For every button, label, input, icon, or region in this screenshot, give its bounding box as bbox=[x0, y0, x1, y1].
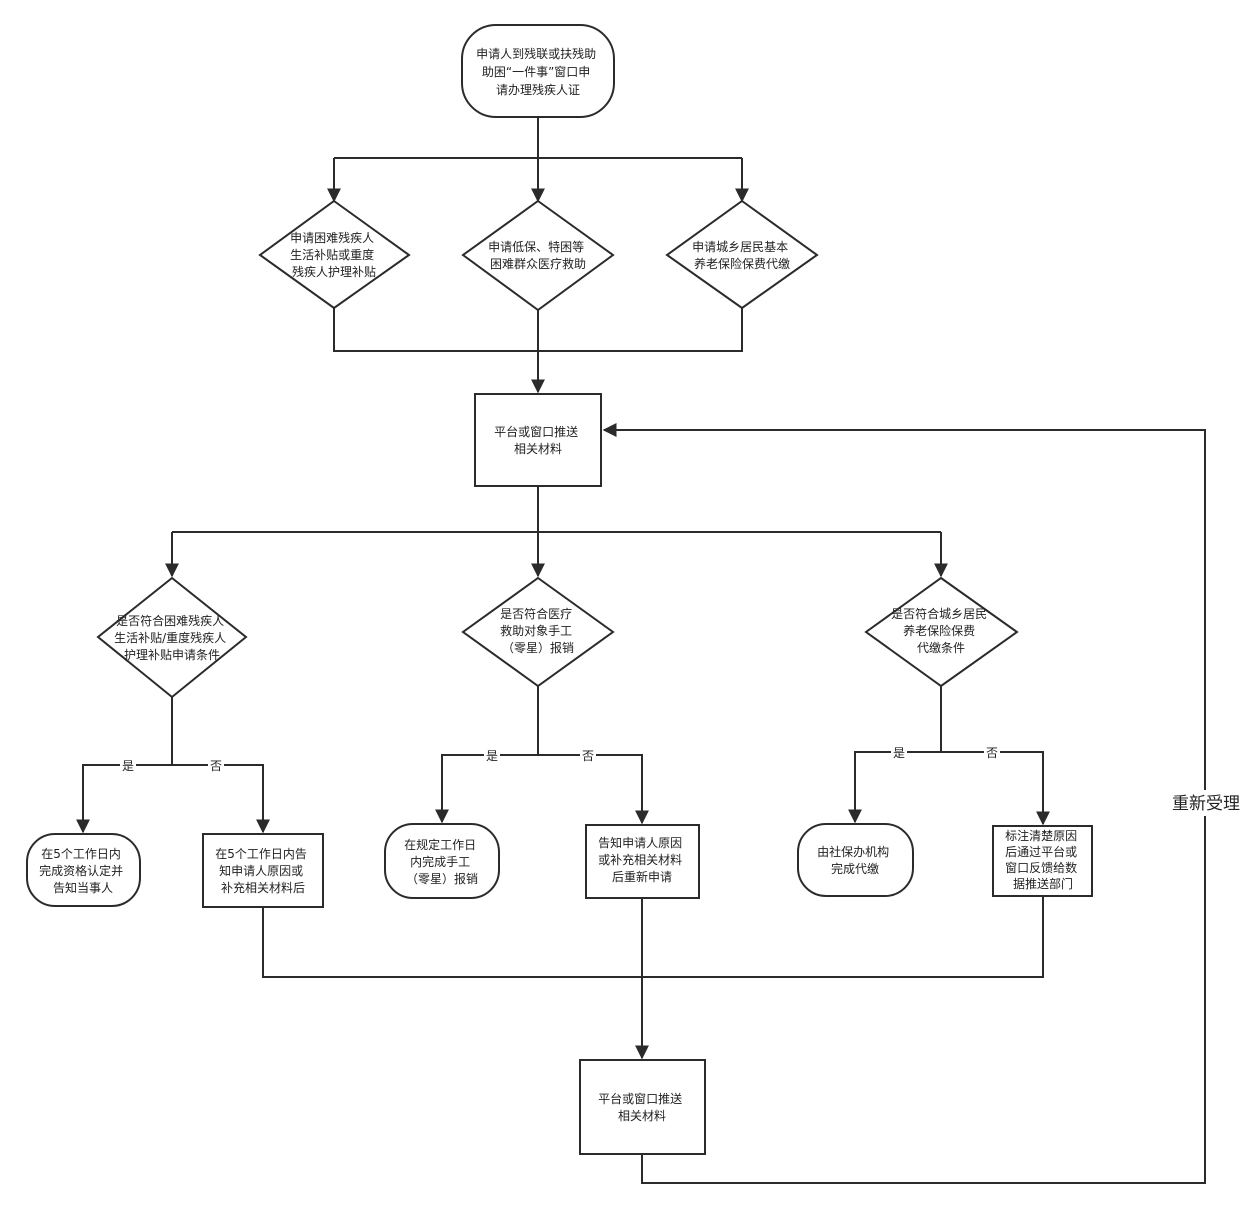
check-pension-decision bbox=[864, 576, 1019, 688]
apply-medical-text: 申请低保、特困等 困难群众医疗救助 bbox=[488, 239, 588, 271]
check-pension-line-2: 养老保险保费 bbox=[903, 623, 975, 638]
apply-medical-decision bbox=[461, 199, 615, 312]
medical-yes-line-2: 内完成手工 bbox=[410, 854, 470, 869]
subsidy-yes-text: 在5个工作日内 完成资格认定并 告知当事人 bbox=[39, 847, 127, 895]
check-medical-line-3: （零星）报销 bbox=[502, 640, 574, 655]
check-pension-line-3: 代缴条件 bbox=[917, 640, 965, 655]
connectors bbox=[76, 117, 1206, 1184]
medical-yes-line-3: （零星）报销 bbox=[406, 871, 478, 886]
subsidy-no-text: 在5个工作日内告 知申请人原因或 补充相关材料后 bbox=[215, 847, 310, 895]
subsidy-no-label: 否 bbox=[210, 759, 222, 773]
apply-pension-line-2: 养老保险保费代缴 bbox=[694, 256, 790, 271]
subsidy-yes-line-1: 在5个工作日内 bbox=[41, 847, 121, 861]
subsidy-no-line-2: 知申请人原因或 bbox=[219, 864, 303, 878]
edge-bottom-merge bbox=[262, 896, 1044, 978]
check-medical-decision bbox=[461, 576, 615, 688]
pension-yes-label: 是 bbox=[893, 746, 905, 760]
medical-no-text: 告知申请人原因 或补充相关材料 后重新申请 bbox=[598, 836, 686, 884]
apply-subsidy-line-2: 生活补贴或重度 bbox=[290, 247, 374, 262]
apply-subsidy-text: 申请困难残疾人 生活补贴或重度 残疾人护理补贴 bbox=[290, 230, 378, 279]
push-materials-2-line-2: 相关材料 bbox=[618, 1109, 666, 1123]
apply-pension-line-1: 申请城乡居民基本 bbox=[692, 240, 788, 254]
pension-no-line-4: 据推送部门 bbox=[1013, 876, 1073, 891]
subsidy-yes-line-2: 完成资格认定并 bbox=[39, 863, 123, 878]
push-materials-1-line-2: 相关材料 bbox=[514, 442, 562, 456]
pension-no-text: 标注清楚原因 后通过平台或 窗口反馈给数 据推送部门 bbox=[1005, 828, 1081, 891]
medical-yes-text: 在规定工作日 内完成手工 （零星）报销 bbox=[404, 837, 480, 886]
check-medical-line-2: 救助对象手工 bbox=[500, 623, 572, 638]
label-bg-medical-yes bbox=[484, 748, 500, 762]
check-medical-text: 是否符合医疗 救助对象手工 （零星）报销 bbox=[500, 606, 576, 655]
medical-yes-label: 是 bbox=[486, 749, 498, 763]
apply-subsidy-decision bbox=[258, 199, 411, 310]
start-node-text: 申请人到残联或扶残助 助困“一件事”窗口申 请办理残疾人证 bbox=[476, 46, 600, 97]
apply-pension-decision bbox=[665, 199, 819, 310]
medical-yes-line-1: 在规定工作日 bbox=[404, 837, 476, 852]
edge-subsidy-no bbox=[172, 764, 270, 834]
check-subsidy-line-1: 是否符合困难残疾人 bbox=[116, 613, 224, 628]
edge-pension-no bbox=[941, 751, 1050, 826]
apply-subsidy-line-1: 申请困难残疾人 bbox=[290, 230, 374, 245]
edge-subsidy-yes bbox=[76, 764, 172, 834]
medical-no-label: 否 bbox=[582, 749, 594, 763]
start-node bbox=[461, 24, 615, 118]
medical-no-line-1: 告知申请人原因 bbox=[598, 836, 682, 850]
check-pension-text: 是否符合城乡居民 养老保险保费 代缴条件 bbox=[891, 606, 991, 655]
edge-medical-no bbox=[538, 754, 649, 825]
medical-no-line-2: 或补充相关材料 bbox=[598, 852, 682, 867]
apply-medical-line-2: 困难群众医疗救助 bbox=[490, 256, 586, 271]
apply-pension-text: 申请城乡居民基本 养老保险保费代缴 bbox=[692, 240, 792, 271]
pension-no-line-3: 窗口反馈给数 bbox=[1005, 860, 1077, 875]
pension-no-line-1: 标注清楚原因 bbox=[1005, 828, 1077, 843]
edge-labels: 是 否 是 否 是 否 重新受理 bbox=[120, 745, 1246, 816]
check-medical-line-1: 是否符合医疗 bbox=[500, 606, 572, 621]
push-materials-1-text: 平台或窗口推送 相关材料 bbox=[494, 424, 582, 456]
label-bg-subsidy-yes bbox=[120, 758, 136, 772]
label-bg-pension-yes bbox=[891, 745, 907, 759]
check-subsidy-decision bbox=[96, 576, 248, 699]
pension-no-line-2: 后通过平台或 bbox=[1005, 844, 1077, 859]
label-bg-reaccept bbox=[1166, 790, 1246, 816]
subsidy-no-line-1: 在5个工作日内告 bbox=[215, 847, 307, 861]
push-materials-2-line-1: 平台或窗口推送 bbox=[598, 1091, 682, 1106]
apply-medical-line-1: 申请低保、特困等 bbox=[488, 239, 584, 254]
check-pension-line-1: 是否符合城乡居民 bbox=[891, 606, 987, 621]
subsidy-yes-label: 是 bbox=[122, 759, 134, 773]
pension-yes-node bbox=[797, 823, 914, 897]
apply-subsidy-line-3: 残疾人护理补贴 bbox=[292, 264, 376, 279]
edge-medical-yes bbox=[435, 754, 538, 824]
push-materials-box-1 bbox=[474, 393, 602, 487]
label-bg-medical-no bbox=[580, 748, 596, 762]
edge-reaccept-loop bbox=[602, 423, 1206, 1184]
pension-yes-text: 由社保办机构 完成代缴 bbox=[817, 844, 893, 876]
subsidy-no-line-3: 补充相关材料后 bbox=[221, 880, 305, 895]
start-line-3: 请办理残疾人证 bbox=[496, 82, 580, 97]
subsidy-no-box bbox=[202, 833, 324, 908]
medical-no-box bbox=[585, 824, 700, 899]
pension-yes-line-2: 完成代缴 bbox=[831, 861, 879, 876]
subsidy-yes-node bbox=[26, 833, 141, 907]
pension-no-label: 否 bbox=[986, 746, 998, 760]
push-materials-2-text: 平台或窗口推送 相关材料 bbox=[598, 1091, 686, 1123]
medical-yes-node bbox=[384, 823, 500, 899]
pension-no-box bbox=[992, 825, 1093, 897]
push-materials-box-2 bbox=[579, 1059, 706, 1155]
check-subsidy-line-3: 护理补贴申请条件 bbox=[124, 648, 220, 662]
reaccept-label: 重新受理 bbox=[1172, 794, 1240, 814]
label-bg-pension-no bbox=[984, 745, 1000, 759]
push-materials-1-line-1: 平台或窗口推送 bbox=[494, 424, 578, 439]
check-subsidy-text: 是否符合困难残疾人 生活补贴/重度残疾人 护理补贴申请条件 bbox=[114, 613, 230, 662]
start-line-1: 申请人到残联或扶残助 bbox=[476, 46, 596, 61]
subsidy-yes-line-3: 告知当事人 bbox=[53, 881, 113, 895]
label-bg-subsidy-no bbox=[208, 758, 224, 772]
check-subsidy-line-2: 生活补贴/重度残疾人 bbox=[114, 630, 226, 645]
pension-yes-line-1: 由社保办机构 bbox=[817, 844, 889, 859]
start-line-2: 助困“一件事”窗口申 bbox=[482, 65, 590, 79]
medical-no-line-3: 后重新申请 bbox=[612, 869, 672, 884]
edge-pension-yes bbox=[848, 751, 941, 824]
